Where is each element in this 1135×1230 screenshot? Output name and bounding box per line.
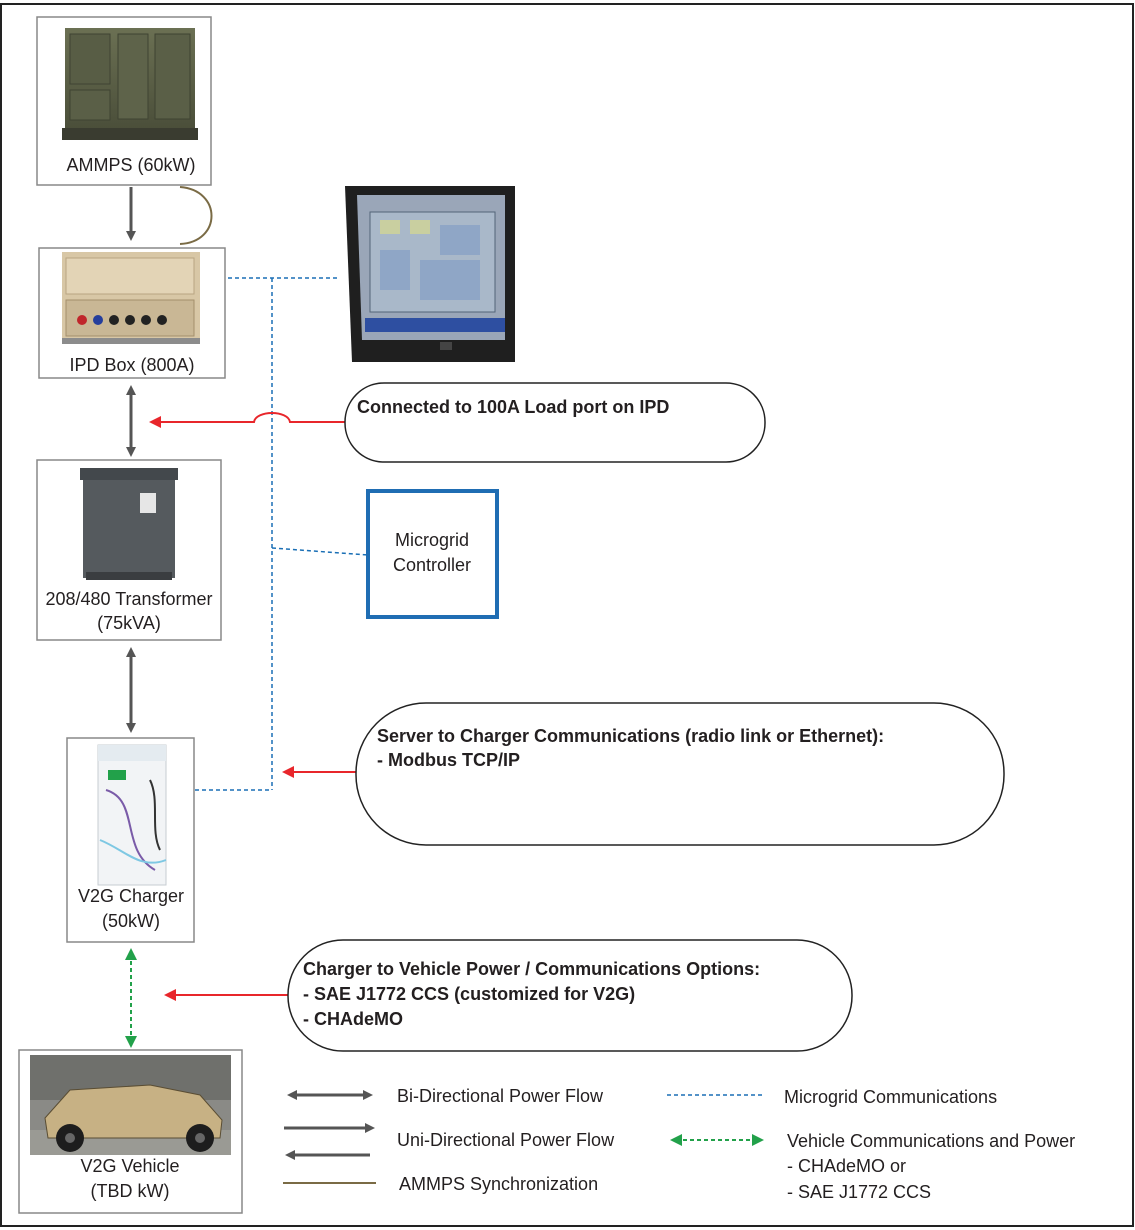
controller-label-1: Microgrid <box>395 530 469 550</box>
transformer-block: 208/480 Transformer (75kVA) <box>36 459 222 641</box>
legend-sync-label: AMMPS Synchronization <box>399 1174 598 1194</box>
outer-frame <box>0 3 1134 1227</box>
ipd-label: IPD Box (800A) <box>69 355 194 375</box>
callout-vehicle-line-1: Charger to Vehicle Power / Communication… <box>303 959 760 979</box>
legend-vehicle-line-3: - SAE J1772 CCS <box>787 1182 931 1202</box>
charger-block: V2G Charger (50kW) <box>66 737 195 943</box>
legend-bi-label: Bi-Directional Power Flow <box>397 1086 604 1106</box>
charger-label-2: (50kW) <box>102 911 160 931</box>
transformer-label-1: 208/480 Transformer <box>45 589 212 609</box>
transformer-image <box>80 468 178 580</box>
charger-image <box>97 744 167 886</box>
callout-ipd-port: Connected to 100A Load port on IPD <box>344 382 766 463</box>
callout-server-line-2: - Modbus TCP/IP <box>377 750 520 770</box>
charger-label-1: V2G Charger <box>78 886 184 906</box>
legend-comms-label: Microgrid Communications <box>784 1087 997 1107</box>
legend-vehicle-line-1: Vehicle Communications and Power <box>787 1131 1075 1151</box>
callout-ipd-port-text: Connected to 100A Load port on IPD <box>357 397 669 417</box>
legend-uni-label: Uni-Directional Power Flow <box>397 1130 615 1150</box>
callout-server-line-1: Server to Charger Communications (radio … <box>377 726 884 746</box>
legend-vehicle-line-2: - CHAdeMO or <box>787 1156 906 1176</box>
transformer-label-2: (75kVA) <box>97 613 161 633</box>
vehicle-label-1: V2G Vehicle <box>80 1156 179 1176</box>
ipd-box-image <box>62 252 200 344</box>
microgrid-comms-lines <box>195 277 369 791</box>
controller-label-2: Controller <box>393 555 471 575</box>
ammps-label: AMMPS (60kW) <box>66 155 195 175</box>
vehicle-block: V2G Vehicle (TBD kW) <box>18 1049 243 1214</box>
hmi-screen-image <box>345 186 515 362</box>
vehicle-image <box>30 1055 231 1155</box>
ammps-generator-image <box>60 25 200 143</box>
ipd-port-arrow <box>149 412 345 428</box>
ammps-block: AMMPS (60kW) <box>36 16 212 186</box>
legend: Bi-Directional Power Flow Uni-Directiona… <box>283 1086 1075 1202</box>
vehicle-label-2: (TBD kW) <box>91 1181 170 1201</box>
ammps-sync-line <box>179 186 213 245</box>
callout-vehicle-line-3: - CHAdeMO <box>303 1009 403 1029</box>
callout-server: Server to Charger Communications (radio … <box>355 702 1005 846</box>
microgrid-controller-block: Microgrid Controller <box>366 489 499 619</box>
ipd-block: IPD Box (800A) <box>38 247 226 379</box>
callout-vehicle-line-2: - SAE J1772 CCS (customized for V2G) <box>303 984 635 1004</box>
callout-vehicle-options: Charger to Vehicle Power / Communication… <box>287 939 853 1052</box>
